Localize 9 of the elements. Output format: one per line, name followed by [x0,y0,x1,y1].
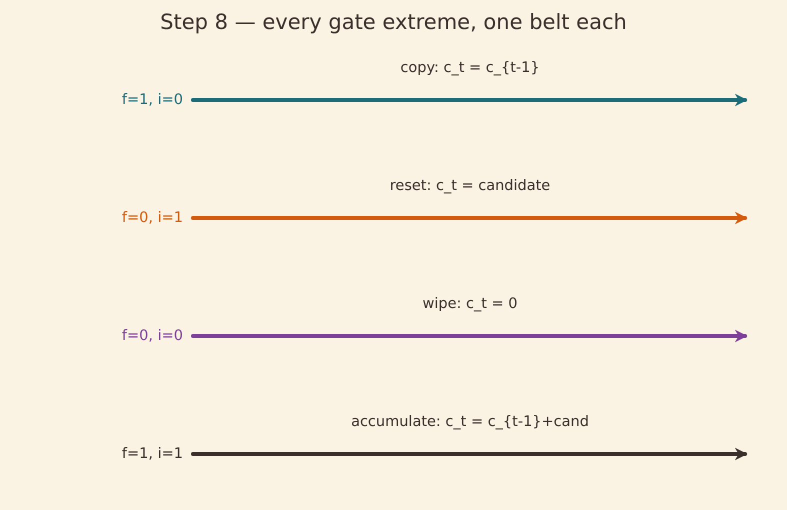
gate-setting-label: f=0, i=0 [122,328,183,344]
diagram-title: Step 8 — every gate extreme, one belt each [159,10,628,34]
arrow [191,212,748,224]
arrow [191,94,748,106]
gate-setting-label: f=1, i=0 [122,92,183,108]
arrow [191,330,748,342]
gate-setting-label: f=0, i=1 [122,210,183,226]
arrow [191,448,748,460]
gate-setting-label: f=1, i=1 [122,446,183,462]
